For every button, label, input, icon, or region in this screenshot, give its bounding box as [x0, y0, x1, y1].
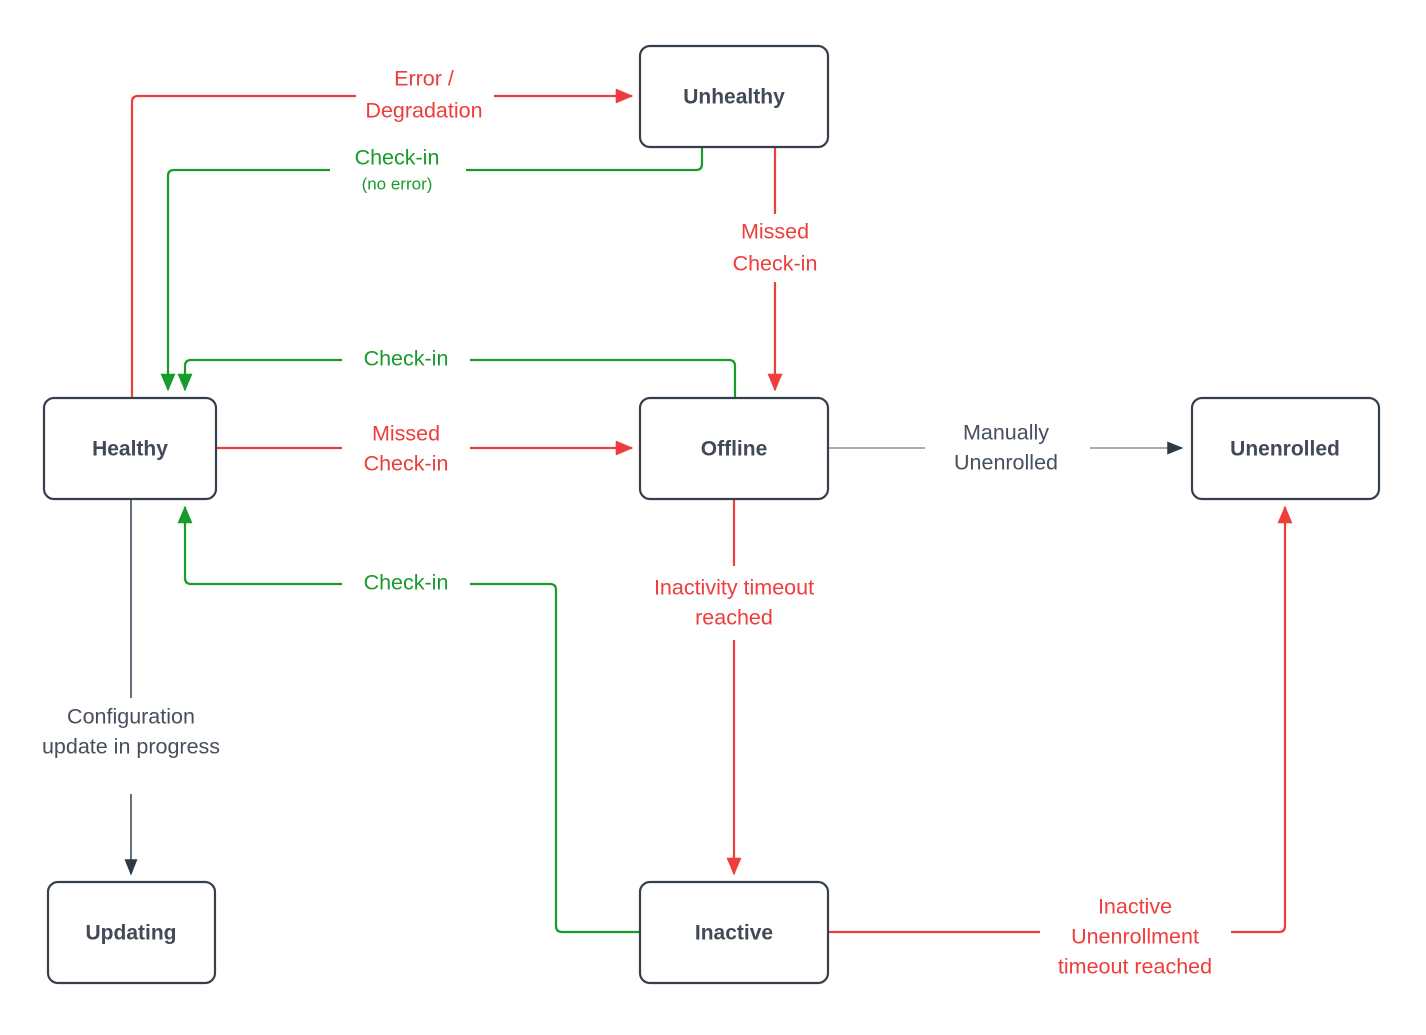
edge-label-line: Configuration: [67, 705, 195, 729]
edge-label-line: Missed: [741, 220, 809, 244]
edge-label-line: Unenrolled: [954, 451, 1058, 475]
edge-label-healthy-to-offline: Missed Check-in: [364, 422, 449, 476]
edge-label-line: Unenrollment: [1071, 925, 1199, 949]
edge-label-offline-to-inactive: Inactivity timeout reached: [654, 576, 814, 630]
node-unenrolled-label: Unenrolled: [1230, 438, 1340, 461]
edge-label-healthy-to-unhealthy: Error / Degradation: [365, 67, 482, 123]
edge-label-line: reached: [695, 606, 773, 630]
node-healthy[interactable]: Healthy: [42, 396, 218, 501]
edge-unhealthy-to-healthy: [160, 147, 704, 392]
edge-label-line: timeout reached: [1058, 955, 1212, 979]
edge-label-inactive-to-healthy: Check-in: [364, 571, 449, 595]
edge-label-line: update in progress: [42, 735, 220, 759]
node-updating-shape[interactable]: [46, 880, 217, 985]
node-inactive-label: Inactive: [695, 922, 773, 945]
node-unenrolled-shape[interactable]: [1190, 396, 1381, 501]
edge-label-line: Inactivity timeout: [654, 576, 814, 600]
edge-inactive-to-unenrolled: [828, 505, 1293, 934]
edge-label-line: Missed: [372, 422, 440, 446]
node-offline-label: Offline: [701, 438, 768, 461]
node-inactive[interactable]: Inactive: [638, 880, 830, 985]
edge-label-line: Check-in: [355, 146, 440, 170]
edge-label-line: Check-in: [364, 452, 449, 476]
edge-label-healthy-to-updating: Configuration update in progress: [42, 705, 220, 759]
edge-healthy-to-unhealthy: [130, 88, 634, 398]
node-offline[interactable]: Offline: [638, 396, 830, 501]
edge-offline-to-healthy: [177, 358, 737, 398]
node-updating[interactable]: Updating: [46, 880, 217, 985]
node-unhealthy-label: Unhealthy: [683, 86, 785, 109]
node-unhealthy-shape[interactable]: [638, 44, 830, 149]
edge-label-line: Degradation: [365, 99, 482, 123]
edge-label-line: Error /: [394, 67, 454, 91]
edge-label-line: Inactive: [1098, 895, 1172, 919]
node-updating-label: Updating: [86, 922, 177, 945]
edge-label-line: (no error): [362, 174, 433, 193]
node-healthy-label: Healthy: [92, 438, 168, 461]
node-inactive-shape[interactable]: [638, 880, 830, 985]
edge-label-line: Manually: [963, 421, 1049, 445]
edge-label-line: Check-in: [364, 347, 449, 371]
node-unhealthy[interactable]: Unhealthy: [638, 44, 830, 149]
edge-label-unhealthy-to-healthy: Check-in (no error): [355, 146, 440, 194]
edge-label-inactive-to-unenrolled: Inactive Unenrollment timeout reached: [1058, 895, 1212, 979]
edge-label-offline-to-unenrolled: Manually Unenrolled: [954, 421, 1058, 475]
edge-label-offline-to-healthy: Check-in: [364, 347, 449, 371]
edge-label-line: Check-in: [364, 571, 449, 595]
edge-inactive-to-healthy: [177, 505, 640, 934]
edge-label-unhealthy-to-offline: Missed Check-in: [733, 220, 818, 276]
node-healthy-shape[interactable]: [42, 396, 218, 501]
node-offline-shape[interactable]: [638, 396, 830, 501]
node-unenrolled[interactable]: Unenrolled: [1190, 396, 1381, 501]
edge-label-line: Check-in: [733, 252, 818, 276]
